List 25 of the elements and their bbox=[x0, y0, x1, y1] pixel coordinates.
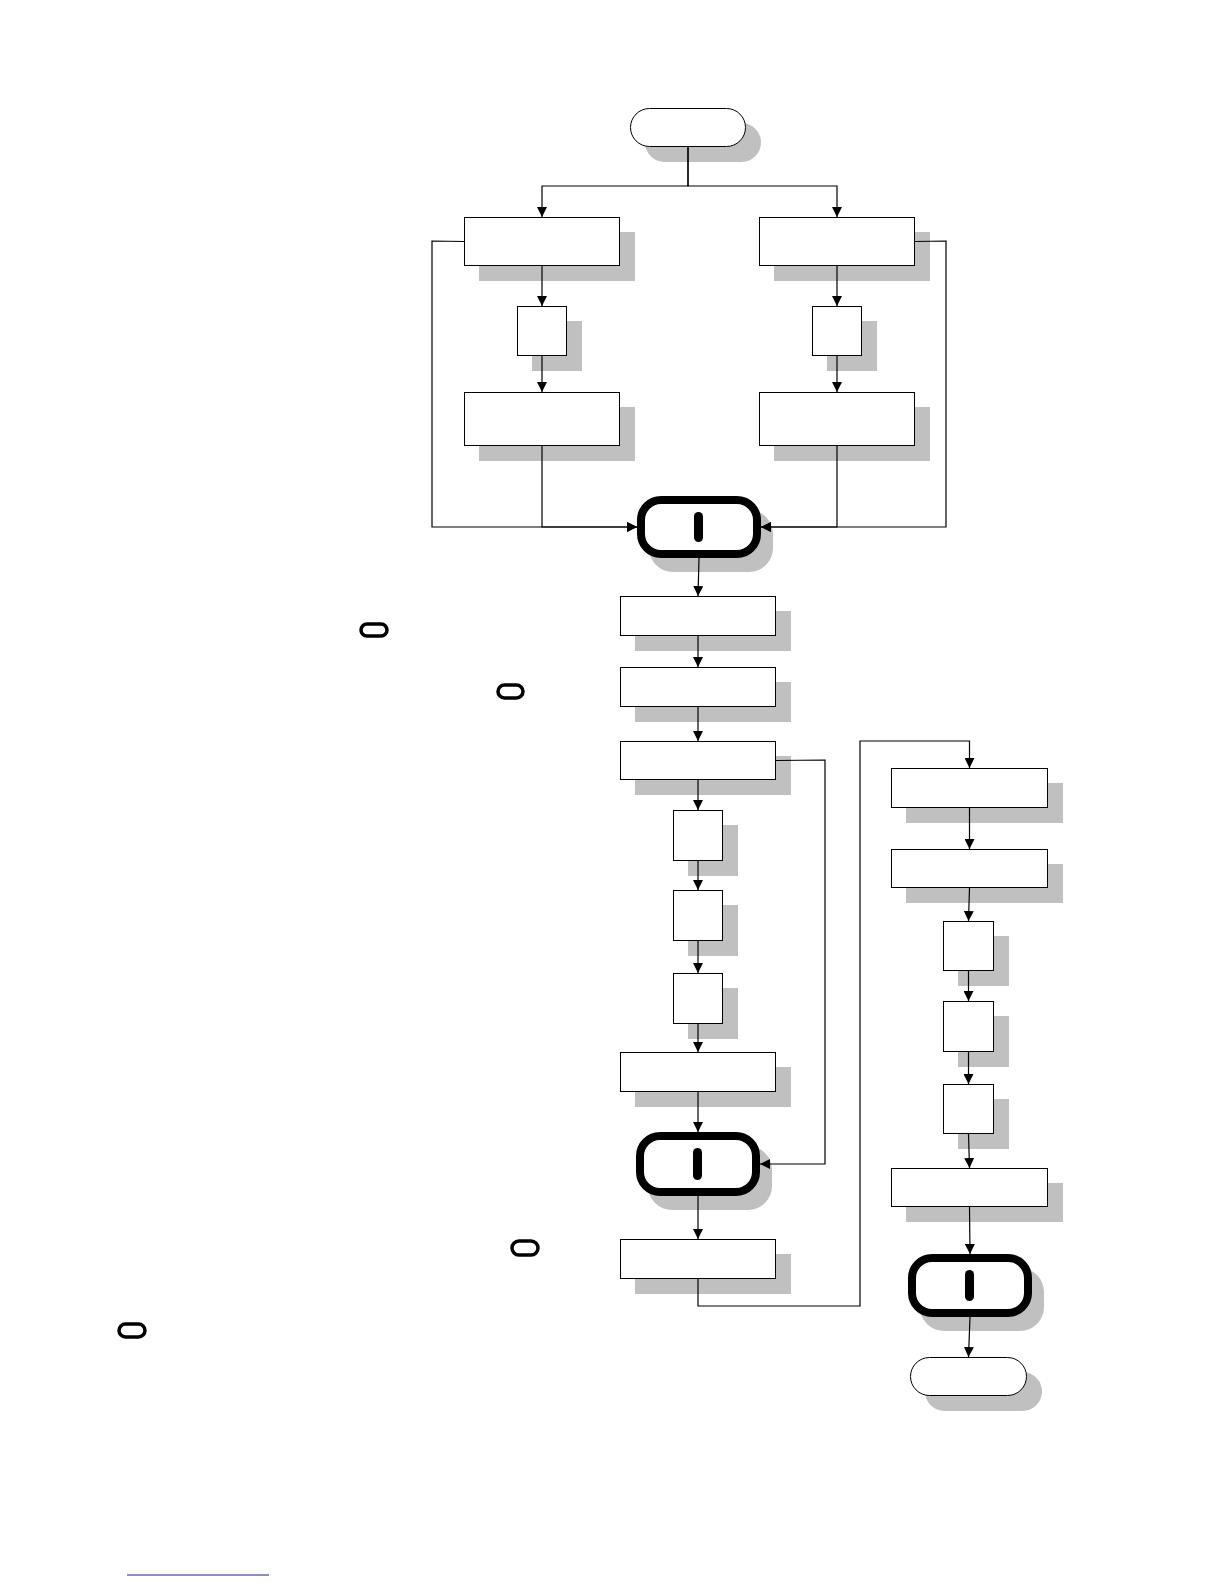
arrow bbox=[693, 1023, 703, 1053]
arrow bbox=[693, 779, 703, 811]
arrow bbox=[832, 265, 842, 307]
arrow bbox=[963, 970, 974, 1002]
arrow bbox=[693, 1091, 703, 1133]
arrow bbox=[537, 355, 547, 393]
arrow bbox=[964, 1206, 975, 1255]
arrow bbox=[697, 740, 975, 1307]
arrow bbox=[537, 265, 547, 307]
arrow bbox=[963, 1051, 974, 1085]
arrow bbox=[964, 1133, 975, 1169]
arrow bbox=[693, 940, 703, 974]
arrow bbox=[693, 860, 703, 891]
arrow bbox=[687, 146, 842, 218]
arrow bbox=[693, 635, 703, 668]
arrow bbox=[541, 445, 638, 532]
arrow bbox=[693, 1195, 703, 1240]
arrow bbox=[760, 445, 838, 532]
arrow bbox=[693, 706, 703, 742]
arrow bbox=[963, 887, 974, 922]
arrow bbox=[963, 1316, 974, 1358]
arrow bbox=[759, 759, 826, 1169]
arrow bbox=[693, 557, 704, 597]
arrow bbox=[964, 807, 975, 850]
arrow bbox=[832, 355, 842, 393]
